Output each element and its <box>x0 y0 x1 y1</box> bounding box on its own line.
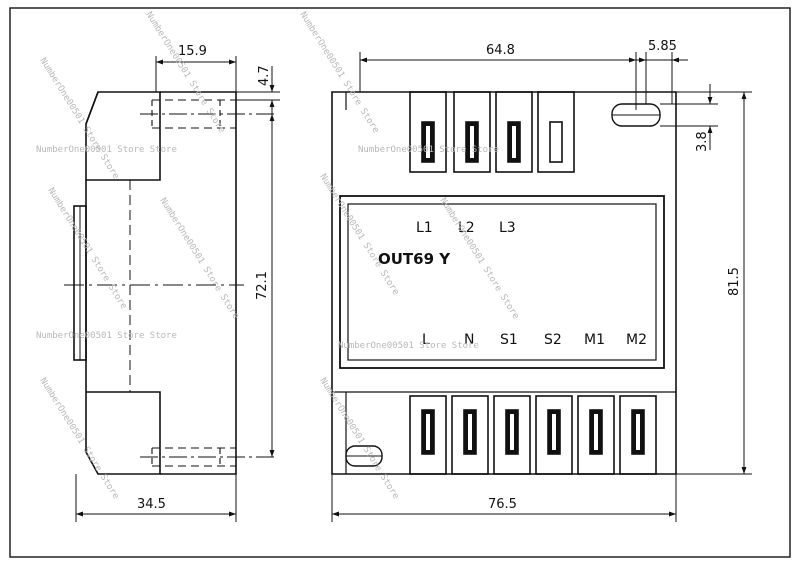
dim-5-85: 5.85 <box>648 39 677 54</box>
top-terminals <box>409 91 575 173</box>
terminal-top-2 <box>453 91 491 173</box>
dim-76-5: 76.5 <box>488 497 517 512</box>
label-n: N <box>464 332 474 348</box>
side-view-main-body <box>85 180 161 475</box>
terminal-bottom-4 <box>535 395 573 475</box>
watermark: NumberOne00501 Store Store <box>338 341 479 351</box>
side-view <box>64 91 275 475</box>
watermark: NumberOne00501 Store Store <box>157 196 240 321</box>
terminal-top-4 <box>537 91 575 173</box>
side-view-outline <box>85 91 161 181</box>
label-l: L <box>422 332 430 348</box>
terminal-bottom-2 <box>451 395 489 475</box>
terminal-top-1 <box>409 91 447 173</box>
dim-72-1: 72.1 <box>255 271 270 300</box>
dim-4-7: 4.7 <box>257 65 272 86</box>
dim-34-5: 34.5 <box>137 497 166 512</box>
label-l3: L3 <box>499 220 516 236</box>
dim-64-8: 64.8 <box>486 43 515 58</box>
dim-15-9: 15.9 <box>178 44 207 59</box>
terminal-bottom-1 <box>409 395 447 475</box>
watermark: NumberOne00501 Store Store <box>37 376 120 501</box>
bottom-terminals <box>409 395 657 475</box>
side-view-dimensions <box>75 56 280 522</box>
watermark: NumberOne00501 Store Store <box>317 172 400 297</box>
terminal-bottom-3 <box>493 395 531 475</box>
watermark: NumberOne00501 Store Store <box>36 145 177 155</box>
terminal-bottom-6 <box>619 395 657 475</box>
model-label: OUT69 Y <box>378 250 451 268</box>
watermark: NumberOne00501 Store Store <box>45 186 128 311</box>
watermark: NumberOne00501 Store Store <box>37 56 120 181</box>
display-window-outer <box>339 195 665 369</box>
front-view-dimensions <box>331 52 752 522</box>
terminal-bottom-5 <box>577 395 615 475</box>
label-l2: L2 <box>458 220 475 236</box>
label-m2: M2 <box>626 332 647 348</box>
watermark: NumberOne00501 Store Store <box>317 376 400 501</box>
label-s1: S1 <box>500 332 518 348</box>
label-m1: M1 <box>584 332 605 348</box>
dim-81-5: 81.5 <box>727 267 742 296</box>
terminal-top-3 <box>495 91 533 173</box>
dim-3-8: 3.8 <box>695 131 710 152</box>
display-window-inner <box>347 203 657 361</box>
label-s2: S2 <box>544 332 562 348</box>
watermark: NumberOne00501 Store Store <box>358 145 499 155</box>
watermark: NumberOne00501 Store Store <box>36 331 177 341</box>
watermark: NumberOne00501 Store Store <box>297 10 380 135</box>
label-l1: L1 <box>416 220 433 236</box>
outer-border <box>9 7 791 558</box>
